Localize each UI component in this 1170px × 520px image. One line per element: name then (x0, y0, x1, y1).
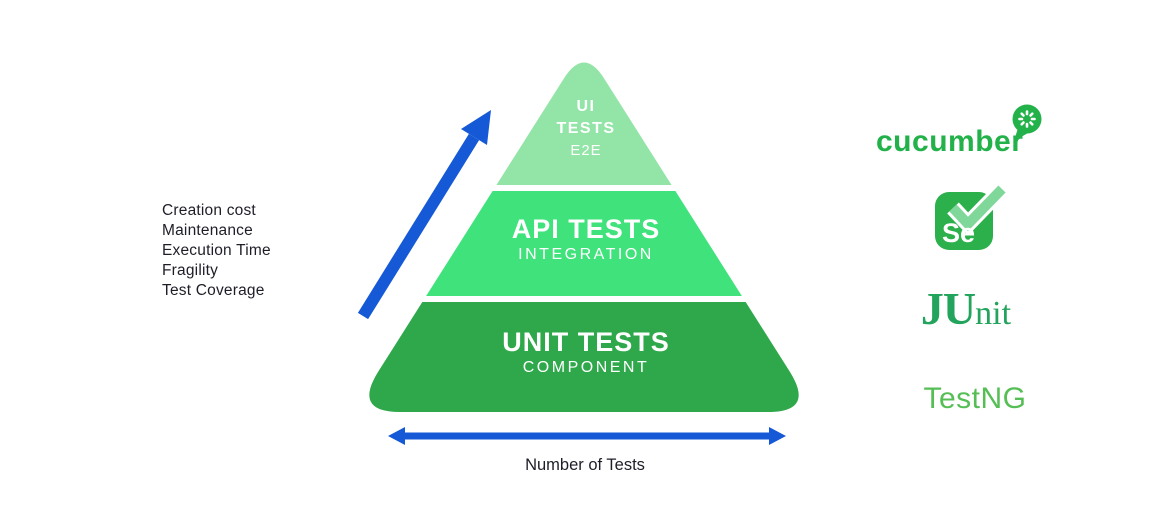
factor-item: Test Coverage (162, 282, 265, 299)
factor-item: Creation cost (162, 202, 256, 219)
number-of-tests-arrow-right-head (769, 427, 786, 445)
selenium-check-icon (947, 183, 1008, 236)
pyramid-tier-ui-shape (369, 62, 799, 185)
cucumber-bubble-circle (1012, 104, 1042, 134)
cucumber-logo: cucumber (876, 103, 1052, 159)
number-of-tests-arrow (388, 427, 786, 445)
number-of-tests-label: Number of Tests (525, 456, 645, 474)
pyramid (369, 62, 799, 412)
factor-item: Maintenance (162, 222, 253, 239)
cost-factors-list: Creation cost Maintenance Execution Time… (162, 201, 271, 301)
selenium-logo: Se (934, 183, 1014, 250)
cost-growth-arrow-shaft (357, 133, 480, 320)
testng-logo: TestNG (923, 382, 1027, 415)
selenium-se-text: Se (942, 218, 975, 248)
factor-item: Execution Time (162, 242, 271, 259)
cost-growth-arrow (357, 110, 491, 320)
junit-logo: JUnit (896, 282, 1036, 335)
junit-logo-text-ju: JU (920, 283, 976, 334)
cost-growth-arrow-head (461, 110, 491, 145)
cucumber-slice-icon (1012, 104, 1042, 141)
factor-item: Fragility (162, 262, 219, 279)
cucumber-slice-seeds (1018, 110, 1036, 128)
cucumber-logo-text: cucumber (876, 125, 1024, 158)
selenium-badge: Se (935, 183, 1008, 250)
junit-logo-text-nit: nit (975, 295, 1012, 332)
number-of-tests-arrow-left-head (388, 427, 405, 445)
pyramid-tier-unit-shape (369, 302, 799, 412)
